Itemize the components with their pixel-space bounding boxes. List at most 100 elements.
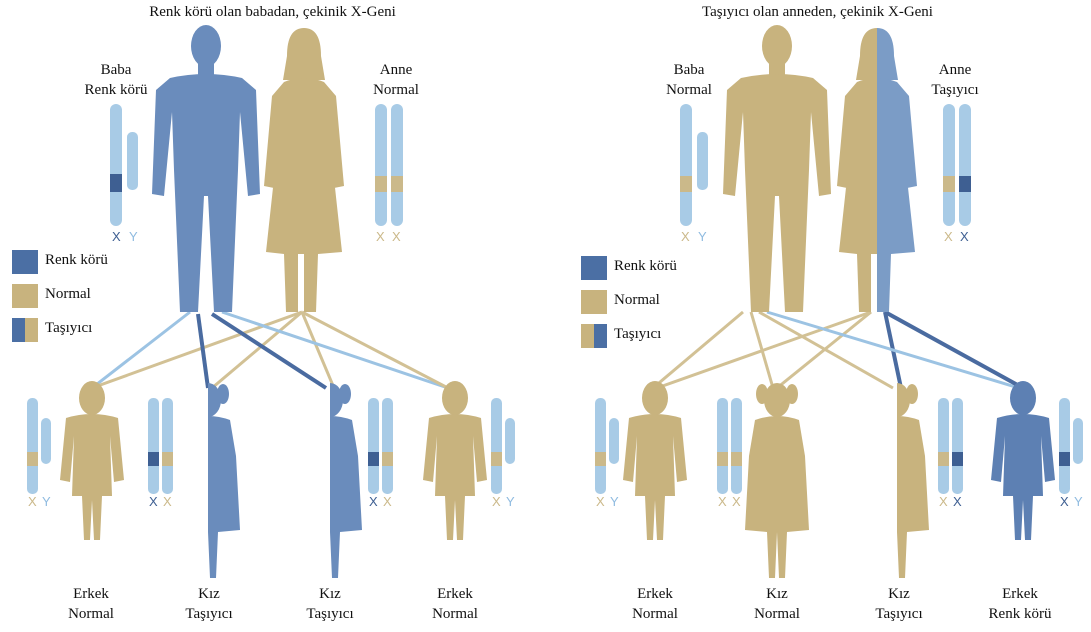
child-sex: Erkek bbox=[410, 584, 500, 604]
y-letter: Y bbox=[610, 494, 619, 509]
x-letter: X bbox=[1060, 494, 1069, 509]
mother-figure bbox=[264, 28, 344, 312]
child-3-chromosomes bbox=[368, 398, 393, 494]
mother-role: Anne bbox=[358, 60, 434, 80]
right-pedigree-scene: X Y X X X Y bbox=[545, 0, 1090, 632]
normal-swatch bbox=[581, 290, 607, 314]
father-role: Baba bbox=[649, 60, 729, 80]
x-letter: X bbox=[681, 229, 690, 244]
child-label: Erkek Normal bbox=[610, 584, 700, 624]
father-status: Normal bbox=[649, 80, 729, 100]
mother-status: Normal bbox=[358, 80, 434, 100]
mother-role: Anne bbox=[915, 60, 995, 80]
y-letter: Y bbox=[42, 494, 51, 509]
x-letter: X bbox=[383, 494, 392, 509]
child-sex: Kız bbox=[164, 584, 254, 604]
father-role: Baba bbox=[78, 60, 154, 80]
child-status: Normal bbox=[410, 604, 500, 624]
x-letter: X bbox=[944, 229, 953, 244]
x-letter: X bbox=[149, 494, 158, 509]
child-status: Renk körü bbox=[970, 604, 1070, 624]
affected-swatch bbox=[12, 250, 38, 274]
child-label: Kız Taşıyıcı bbox=[854, 584, 944, 624]
child-label: Kız Taşıyıcı bbox=[164, 584, 254, 624]
child-1-chromosomes bbox=[595, 398, 619, 494]
x-letter: X bbox=[492, 494, 501, 509]
child-status: Taşıyıcı bbox=[854, 604, 944, 624]
mother-label: Anne Normal bbox=[358, 60, 434, 100]
x-letter: X bbox=[112, 229, 121, 244]
mother-status: Taşıyıcı bbox=[915, 80, 995, 100]
carrier-swatch bbox=[12, 318, 38, 342]
father-figure bbox=[723, 25, 831, 312]
child-boy-normal bbox=[423, 381, 487, 540]
child-status: Taşıyıcı bbox=[285, 604, 375, 624]
child-2-chromosomes bbox=[148, 398, 173, 494]
child-girl-carrier bbox=[298, 383, 362, 578]
x-letter: X bbox=[163, 494, 172, 509]
y-letter: Y bbox=[129, 229, 138, 244]
child-boy-colorblind bbox=[991, 381, 1055, 540]
child-sex: Kız bbox=[285, 584, 375, 604]
mother-label: Anne Taşıyıcı bbox=[915, 60, 995, 100]
child-status: Taşıyıcı bbox=[164, 604, 254, 624]
legend-label: Renk körü bbox=[45, 252, 108, 269]
child-girl-carrier bbox=[176, 383, 240, 578]
child-boy-normal bbox=[623, 381, 687, 540]
child-4-chromosomes bbox=[1059, 398, 1083, 494]
father-figure bbox=[152, 25, 260, 312]
father-chromosomes bbox=[680, 104, 708, 226]
legend-label: Normal bbox=[45, 286, 91, 303]
child-label: Erkek Normal bbox=[46, 584, 136, 624]
carrier-swatch bbox=[581, 324, 607, 348]
x-letter: X bbox=[960, 229, 969, 244]
mother-chromosomes bbox=[375, 104, 403, 226]
x-letter: X bbox=[376, 229, 385, 244]
x-letter: X bbox=[28, 494, 37, 509]
x-letter: X bbox=[953, 494, 962, 509]
child-boy-normal bbox=[60, 381, 124, 540]
x-letter: X bbox=[718, 494, 727, 509]
x-letter: X bbox=[392, 229, 401, 244]
child-girl-normal bbox=[745, 383, 809, 578]
legend-label: Renk körü bbox=[614, 258, 677, 275]
x-letter: X bbox=[369, 494, 378, 509]
child-2-chromosomes bbox=[717, 398, 742, 494]
normal-swatch bbox=[12, 284, 38, 308]
father-label: Baba Normal bbox=[649, 60, 729, 100]
child-sex: Erkek bbox=[970, 584, 1070, 604]
child-4-chromosomes bbox=[491, 398, 515, 494]
father-label: Baba Renk körü bbox=[78, 60, 154, 100]
child-sex: Kız bbox=[854, 584, 944, 604]
legend-label: Normal bbox=[614, 292, 660, 309]
x-letter: X bbox=[732, 494, 741, 509]
legend-label: Taşıyıcı bbox=[614, 326, 661, 343]
child-label: Kız Taşıyıcı bbox=[285, 584, 375, 624]
child-status: Normal bbox=[732, 604, 822, 624]
child-sex: Kız bbox=[732, 584, 822, 604]
x-letter: X bbox=[596, 494, 605, 509]
mother-chromosomes bbox=[943, 104, 971, 226]
father-chromosomes bbox=[110, 104, 138, 226]
y-letter: Y bbox=[1074, 494, 1083, 509]
inheritance-lines bbox=[92, 312, 448, 388]
legend-label: Taşıyıcı bbox=[45, 320, 92, 337]
child-label: Kız Normal bbox=[732, 584, 822, 624]
left-pedigree-panel: Renk körü olan babadan, çekinik X-Geni bbox=[0, 0, 545, 632]
child-3-chromosomes bbox=[938, 398, 963, 494]
child-status: Normal bbox=[46, 604, 136, 624]
inheritance-lines bbox=[653, 312, 1023, 388]
y-letter: Y bbox=[506, 494, 515, 509]
child-girl-carrier bbox=[865, 383, 929, 578]
affected-swatch bbox=[581, 256, 607, 280]
x-letter: X bbox=[939, 494, 948, 509]
mother-figure bbox=[837, 28, 917, 312]
child-label: Erkek Normal bbox=[410, 584, 500, 624]
child-1-chromosomes bbox=[27, 398, 51, 494]
child-status: Normal bbox=[610, 604, 700, 624]
father-status: Renk körü bbox=[78, 80, 154, 100]
right-pedigree-panel: Taşıyıcı olan anneden, çekinik X-Geni bbox=[545, 0, 1090, 632]
y-letter: Y bbox=[698, 229, 707, 244]
child-label: Erkek Renk körü bbox=[970, 584, 1070, 624]
child-sex: Erkek bbox=[46, 584, 136, 604]
